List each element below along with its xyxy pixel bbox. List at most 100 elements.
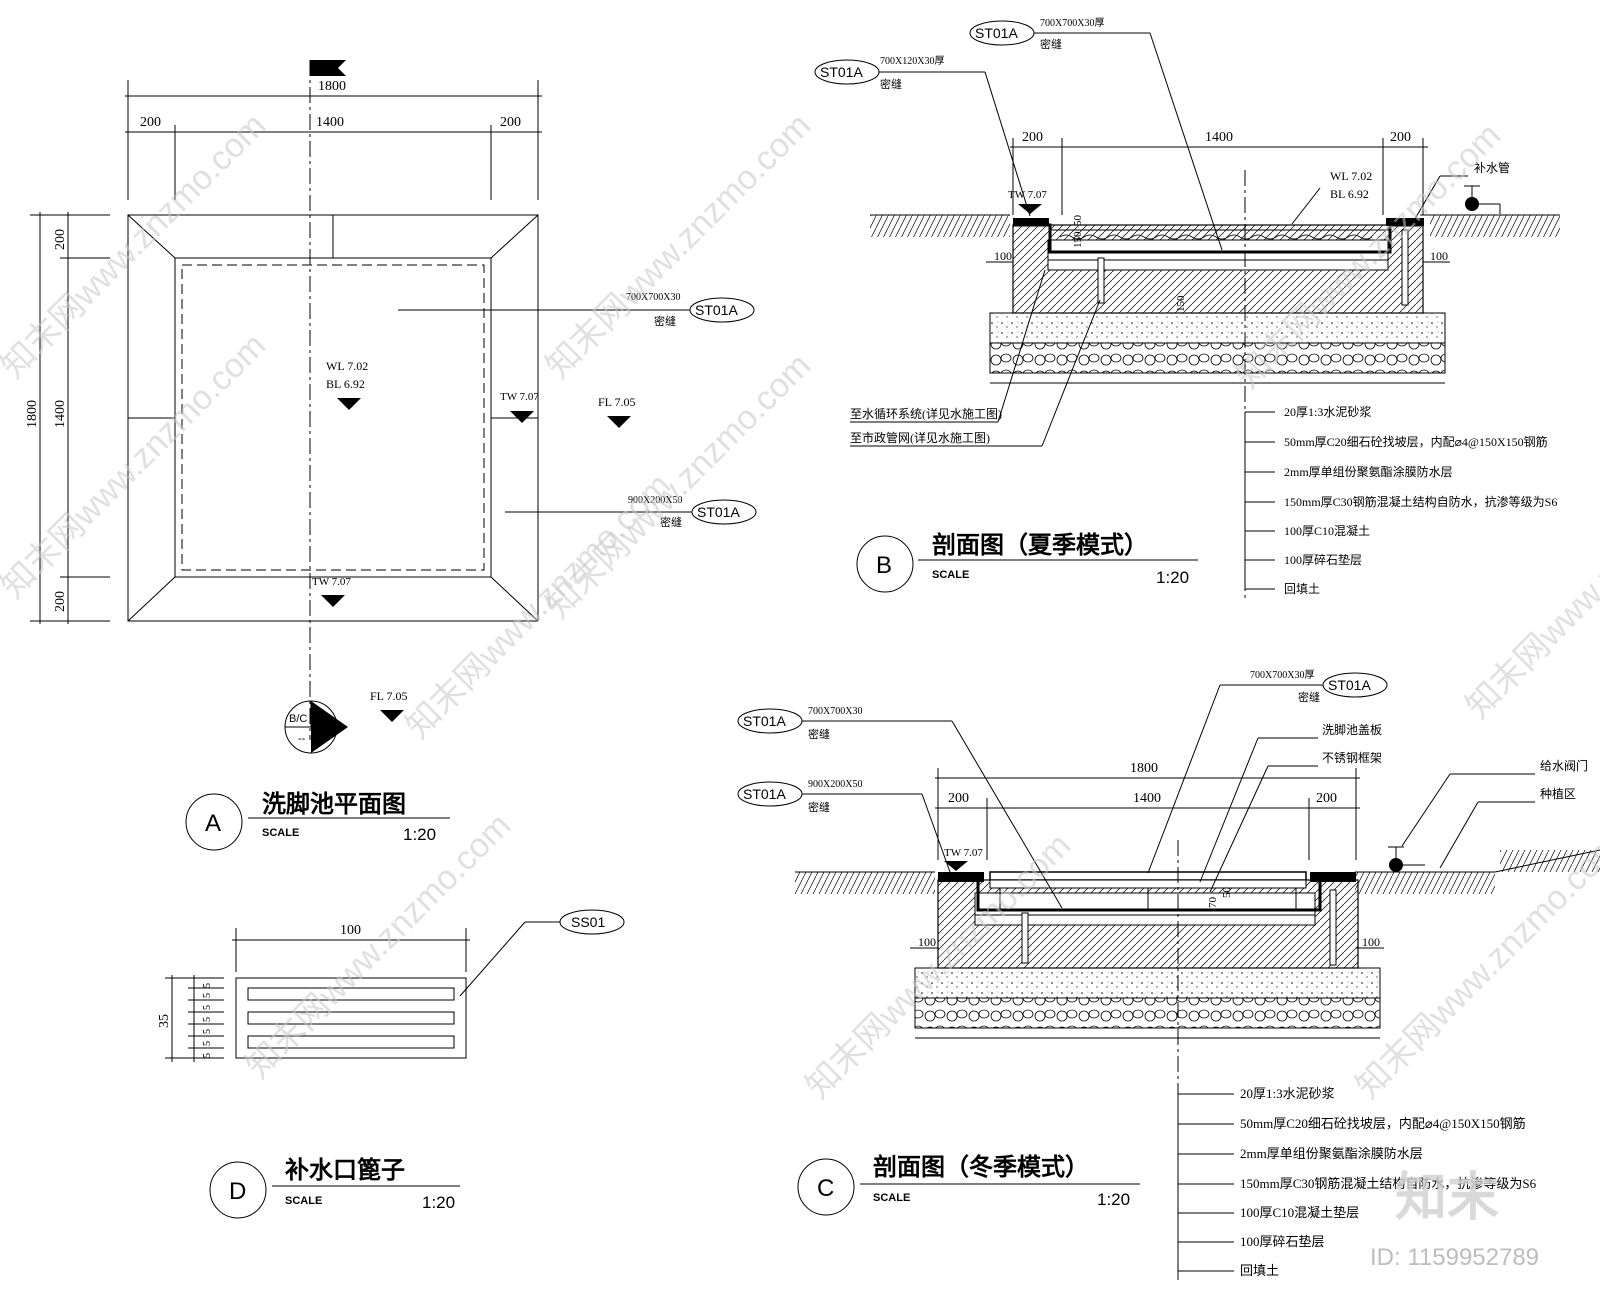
- section-b-tag1-note: 密缝: [1040, 37, 1062, 51]
- detail-d-dim-small-2: 5: [202, 993, 213, 998]
- watermark-text-6: 知末网www.znzmo.com: [239, 806, 518, 1085]
- plan-a-tw1: TW 7.07: [500, 391, 539, 403]
- section-b-layer-5: 100厚C10混凝土: [1284, 523, 1370, 538]
- detail-d-title: 补水口篦子: [285, 1156, 405, 1184]
- plan-a-section-top: B/C: [289, 713, 307, 725]
- section-b-tag2-note: 密缝: [880, 77, 902, 91]
- plan-a-scale-label: SCALE: [262, 827, 299, 839]
- section-c-tag3-code: ST01A: [743, 786, 786, 802]
- section-c-plant: 种植区: [1540, 786, 1576, 801]
- section-b-d100b: 100: [1430, 249, 1448, 263]
- watermark-text-9: 知末网www.znzmo.com: [1349, 826, 1600, 1105]
- watermark-id: ID: 1159952789: [1370, 1244, 1539, 1271]
- detail-d-dim-small-1: 5: [202, 983, 213, 988]
- section-c-layer-3: 2mm厚单组份聚氨酯涂膜防水层: [1240, 1146, 1423, 1161]
- plan-a-dim-right: 200: [500, 115, 521, 130]
- detail-d-dim-small-6: 5: [202, 1041, 213, 1046]
- plan-a-section-mid: LD: [316, 713, 330, 725]
- section-c-tw: TW 7.07: [944, 847, 983, 859]
- section-c-layer-7: 回填土: [1240, 1263, 1279, 1278]
- section-c: 1800 200 1400 200 TW 7.07 70 50 100 100 …: [737, 669, 1600, 1280]
- plan-a-letter: A: [205, 810, 221, 837]
- section-c-layer-list: 20厚1:3水泥砂浆 50mm厚C20细石砼找坡层，内配⌀4@150X150钢筋…: [1178, 1086, 1537, 1278]
- section-b-bl: BL 6.92: [1330, 187, 1369, 201]
- section-c-tag2-note: 密缝: [808, 727, 830, 741]
- plan-a-fl2: FL 7.05: [370, 689, 408, 703]
- section-c-scale: 1:20: [1097, 1190, 1130, 1209]
- section-c-tag2-code: ST01A: [743, 713, 786, 729]
- section-c-cover: 洗脚池盖板: [1322, 722, 1382, 737]
- section-c-dim-total: 1800: [1130, 761, 1158, 776]
- plan-a-wl: WL 7.02: [326, 359, 368, 373]
- section-b-scale: 1:20: [1156, 568, 1189, 587]
- plan-a-tag2-note: 密缝: [660, 515, 682, 529]
- watermark-text-10: 知末网www.znzmo.com: [1459, 446, 1600, 725]
- section-b-tw: TW 7.07: [1008, 189, 1047, 201]
- plan-a-section-marker: B/C LD --: [284, 700, 348, 754]
- detail-d-dim-small-3: 5: [202, 1005, 213, 1010]
- detail-d-dim-small-7: 5: [202, 1053, 213, 1058]
- plan-a-title: 洗脚池平面图: [262, 790, 406, 818]
- section-c-layer-2: 50mm厚C20细石砼找坡层，内配⌀4@150X150钢筋: [1240, 1116, 1526, 1131]
- detail-d-letter: D: [229, 1178, 246, 1205]
- section-b-layer-6: 100厚碎石垫层: [1284, 552, 1362, 567]
- section-b-title: 剖面图（夏季模式）: [932, 531, 1148, 559]
- detail-d-scale-label: SCALE: [285, 1195, 322, 1207]
- detail-d: 100 35 5 5 5 5 5 5 5 SS01 D 补水口篦子 SCALE …: [157, 909, 625, 1219]
- section-b-tag1-code: ST01A: [975, 25, 1018, 41]
- section-b-layer-list: 20厚1:3水泥砂浆 50mm厚C20细石砼找坡层，内配⌀4@150X150钢筋…: [1245, 404, 1557, 596]
- section-c-d70: 70: [1207, 897, 1219, 909]
- section-c-tag1-spec: 700X700X30厚: [1250, 669, 1314, 681]
- section-b: 200 1400 200 TW 7.07 WL 7.02 BL 6.92 补水管…: [814, 17, 1560, 600]
- section-b-layer-4: 150mm厚C30钢筋混凝土结构自防水，抗渗等级为S6: [1284, 494, 1557, 509]
- plan-a-tag1-note: 密缝: [654, 314, 676, 328]
- section-b-pipe: 补水管: [1474, 160, 1510, 175]
- plan-a-tw2: TW 7.07: [312, 576, 351, 588]
- section-b-dim-right: 200: [1390, 130, 1411, 145]
- section-b-dim-mid: 1400: [1205, 130, 1233, 145]
- section-b-note1: 至水循环系统(详见水施工图): [850, 406, 1002, 421]
- detail-d-dim-small-4: 5: [202, 1017, 213, 1022]
- watermark-logo: 知末: [1395, 1168, 1499, 1228]
- section-c-layer-6: 100厚碎石垫层: [1240, 1234, 1325, 1249]
- section-c-frame: 不锈钢框架: [1322, 751, 1382, 765]
- section-b-layer-1: 20厚1:3水泥砂浆: [1284, 404, 1371, 419]
- section-c-title: 剖面图（冬季模式）: [873, 1153, 1089, 1181]
- plan-a-tag2-spec: 900X200X50: [628, 495, 682, 506]
- detail-d-tag: SS01: [571, 914, 605, 930]
- section-c-tag1-code: ST01A: [1328, 677, 1371, 693]
- watermark-text-2: 知末网www.znzmo.com: [0, 326, 273, 605]
- section-b-letter: B: [876, 552, 892, 579]
- plan-a-dim-total-h: 1800: [318, 79, 346, 94]
- section-c-dim-left: 200: [948, 791, 969, 806]
- section-b-d100a: 100: [994, 249, 1012, 263]
- section-b-layer-2: 50mm厚C20细石砼找坡层，内配⌀4@150X150钢筋: [1284, 434, 1548, 449]
- section-b-layer-3: 2mm厚单组份聚氨酯涂膜防水层: [1284, 464, 1453, 479]
- plan-a-dim-vmid: 1400: [53, 400, 68, 428]
- section-c-valve: 给水阀门: [1540, 758, 1588, 773]
- section-c-layer-1: 20厚1:3水泥砂浆: [1240, 1086, 1335, 1101]
- section-b-scale-label: SCALE: [932, 569, 969, 581]
- plan-a-scale: 1:20: [403, 825, 436, 844]
- section-c-d100b: 100: [1362, 935, 1380, 949]
- section-c-dim-mid: 1400: [1133, 791, 1161, 806]
- section-b-note2: 至市政管网(详见水施工图): [850, 430, 990, 445]
- section-b-layer-7: 回填土: [1284, 582, 1320, 596]
- section-b-dim-left: 200: [1022, 130, 1043, 145]
- section-c-tag3-spec: 900X200X50: [808, 779, 862, 790]
- section-b-tag2-spec: 700X120X30厚: [880, 55, 944, 67]
- plan-a: 1800 200 1400 200 1800 200 1400 200 ST01…: [25, 60, 757, 851]
- section-c-tag1-note: 密缝: [1298, 690, 1320, 704]
- plan-a-dim-total-v: 1800: [25, 400, 40, 428]
- plan-a-dim-bottom: 200: [53, 591, 68, 612]
- plan-a-section-bot: --: [298, 733, 306, 745]
- section-c-layer-5: 100厚C10混凝土垫层: [1240, 1205, 1359, 1220]
- watermark-group: 知末网www.znzmo.com 知末网www.znzmo.com 知末网www…: [0, 106, 1600, 1105]
- section-c-letter: C: [817, 1175, 834, 1202]
- plan-a-tag1-spec: 700X700X30: [626, 292, 680, 303]
- section-b-d150: 150: [1072, 231, 1084, 248]
- section-b-wl: WL 7.02: [1330, 169, 1372, 183]
- section-c-layer-4: 150mm厚C30钢筋混凝土结构自防水，抗渗等级为S6: [1240, 1176, 1537, 1191]
- section-c-tag3-note: 密缝: [808, 800, 830, 814]
